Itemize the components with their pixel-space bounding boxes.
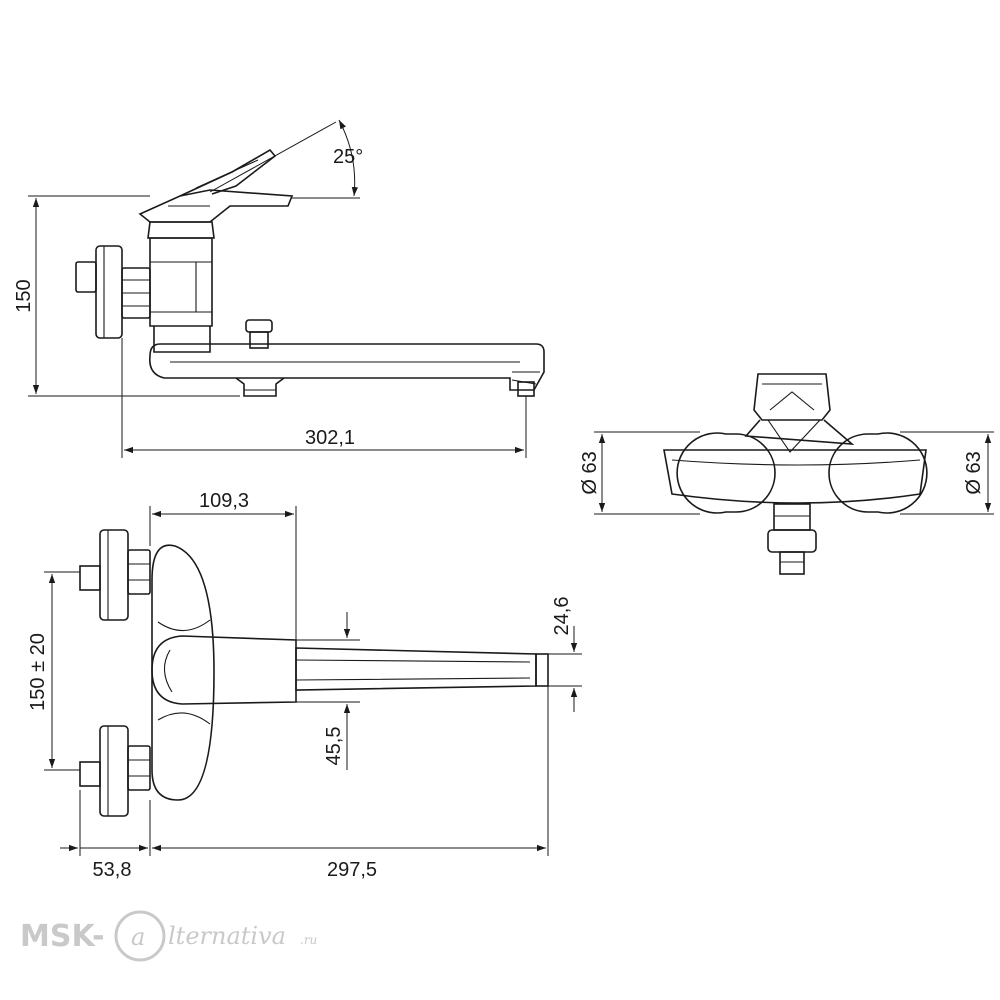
height-label: 150 — [13, 279, 35, 312]
watermark-rest: lternativa — [168, 922, 286, 950]
wall-offset-label: 53,8 — [93, 859, 132, 881]
depth-label: 109,3 — [199, 490, 249, 512]
front-view: Ø 63 Ø 63 — [579, 373, 994, 575]
reach-label: 297,5 — [327, 859, 377, 881]
diameter-left-label: Ø 63 — [579, 451, 601, 494]
spacing-label: 150 ± 20 — [27, 633, 49, 711]
spout-offset-label: 45,5 — [323, 727, 345, 766]
length-label: 302,1 — [305, 427, 355, 449]
angle-label: 25° — [333, 146, 363, 168]
spout-height-label: 24,6 — [551, 597, 573, 636]
side-view: 25° 150 302,1 — [13, 119, 545, 458]
diameter-right-label: Ø 63 — [963, 451, 985, 494]
watermark-circle-icon — [114, 910, 166, 962]
watermark-prefix: MSK- — [20, 919, 105, 954]
watermark-domain: .ru — [300, 933, 317, 947]
watermark-symbol: a — [131, 923, 145, 951]
top-view: 109,3 150 ± 20 45,5 24,6 53,8 297,5 — [27, 490, 582, 881]
watermark: MSK- a lternativa .ru — [20, 910, 317, 962]
